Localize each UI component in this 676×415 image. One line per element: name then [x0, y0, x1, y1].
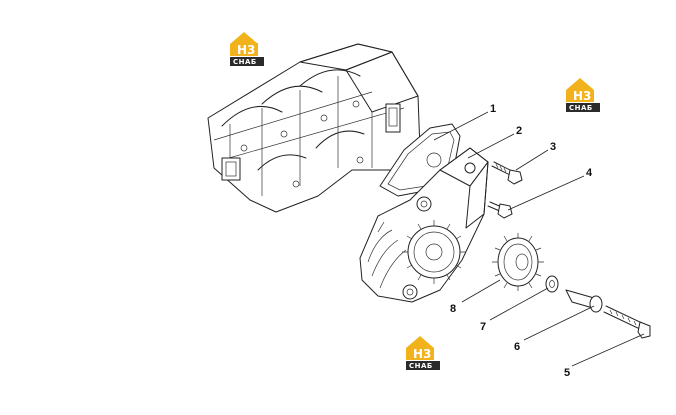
callout-3: 3	[550, 141, 556, 153]
leader-8	[461, 279, 501, 303]
watermark-mark: H3	[573, 89, 591, 103]
callout-6: 6	[514, 341, 520, 353]
callout-2: 2	[516, 125, 522, 137]
leader-3	[515, 149, 549, 171]
callout-1: 1	[490, 103, 496, 115]
watermark-logo-bottom: H3 CHAБ	[406, 336, 440, 370]
part-5-shaft	[565, 289, 651, 339]
callout-7: 7	[480, 321, 486, 333]
watermark-text: CHAБ	[409, 362, 433, 370]
callout-8: 8	[450, 303, 456, 315]
watermark-mark: H3	[413, 347, 431, 361]
part-6-washer	[545, 275, 559, 293]
watermark-logo-top-left: H3 CHAБ	[230, 32, 264, 66]
part-4-bolt	[487, 201, 513, 219]
callout-5: 5	[564, 367, 570, 379]
leader-5	[571, 333, 645, 367]
watermark-text: CHAБ	[233, 58, 257, 66]
leader-2	[467, 133, 515, 159]
watermark-mark: H3	[237, 43, 255, 57]
leader-1	[433, 111, 489, 141]
drive-gear-teeth	[492, 233, 544, 291]
callout-4: 4	[586, 167, 593, 179]
housing-gear-teeth	[402, 220, 466, 284]
part-7-drive-gear	[492, 233, 544, 291]
leader-6	[523, 305, 595, 341]
callout-labels: 1 2 3 4 5 6 7 8	[450, 103, 593, 379]
part-3-bolt	[491, 161, 523, 185]
engine-block	[207, 43, 421, 213]
leader-lines	[433, 111, 645, 367]
watermark-logo-top-right: H3 CHAБ	[566, 78, 600, 112]
leader-4	[507, 175, 585, 211]
leader-7	[489, 287, 549, 321]
part-8-pump-housing	[359, 147, 489, 303]
watermark-text: CHAБ	[569, 104, 593, 112]
